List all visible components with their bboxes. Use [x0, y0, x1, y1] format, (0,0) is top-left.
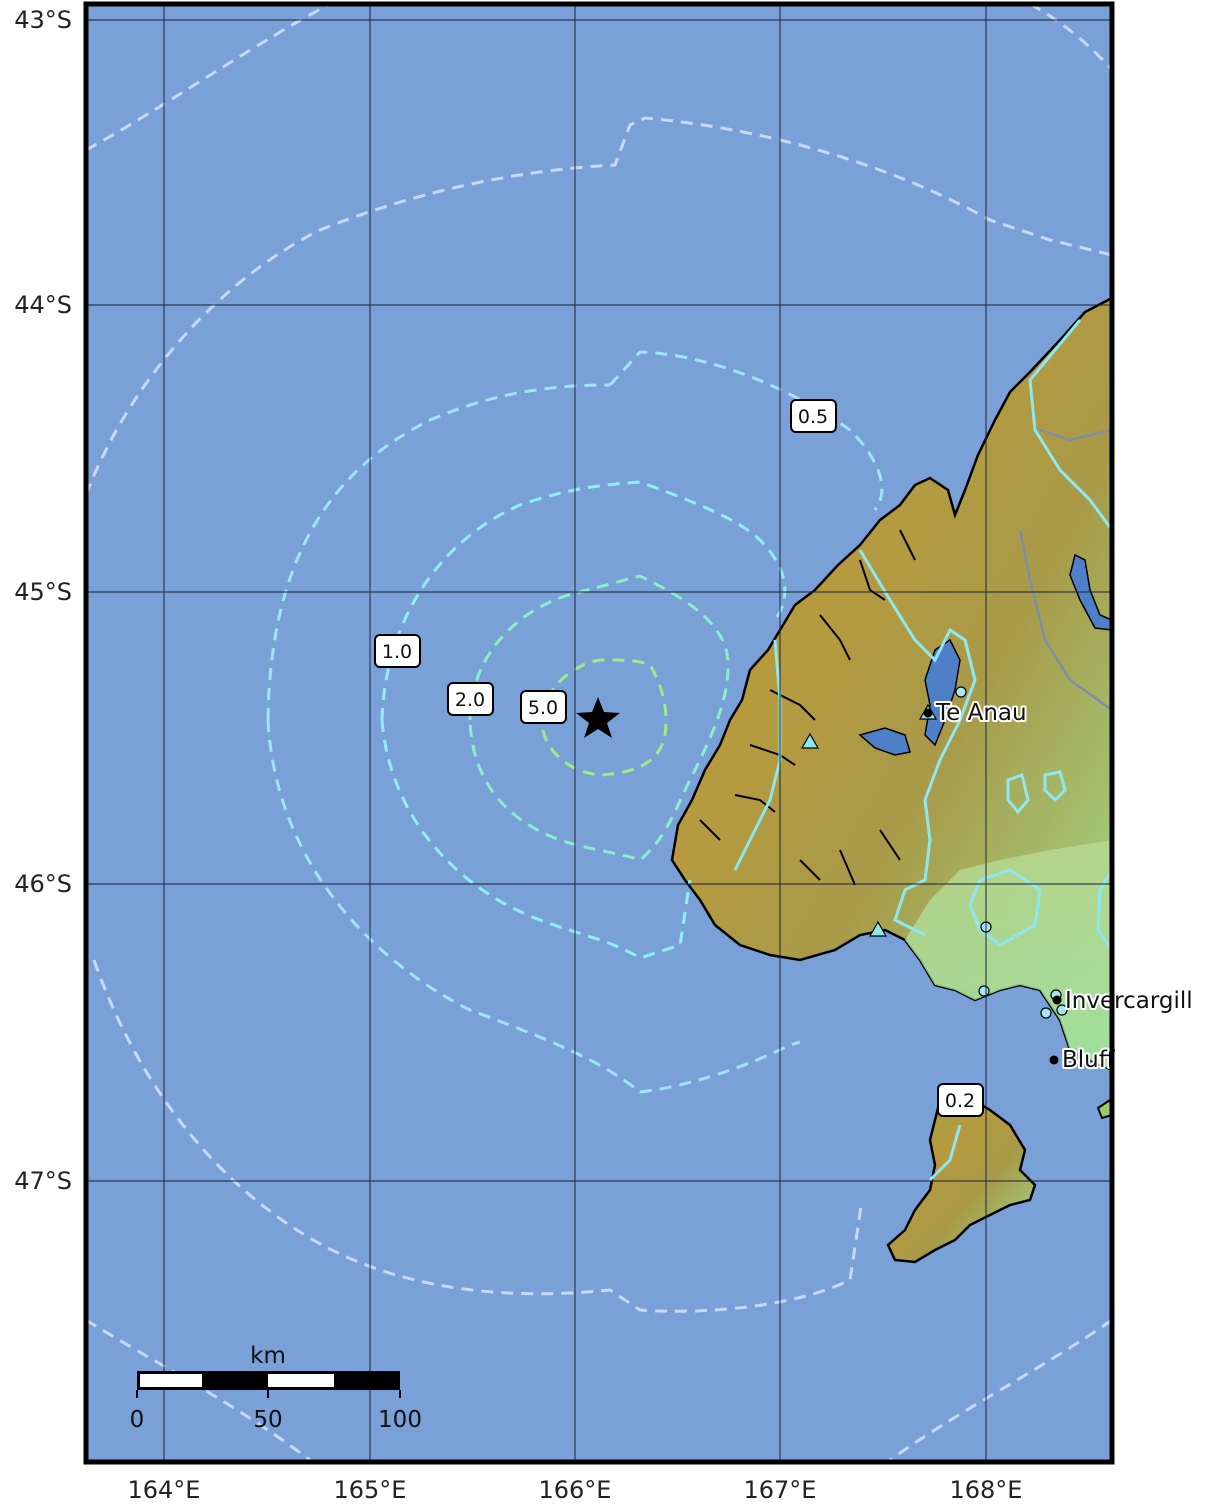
city-te-anau: Te Anau	[923, 698, 1029, 728]
station-circle-icon	[1056, 1004, 1068, 1016]
lake-manapouri	[858, 727, 911, 756]
contour-label: 2.0	[447, 682, 494, 716]
lat-tick-labels: 43°S 44°S 45°S 46°S 47°S	[14, 6, 72, 1195]
svg-text:167°E: 167°E	[744, 1476, 817, 1504]
svg-text:50: 50	[253, 1407, 282, 1433]
map-frame	[83, 1, 1115, 1465]
star-icon	[576, 697, 620, 738]
lon-tick-labels: 164°E 165°E 166°E 167°E 168°E	[128, 1476, 1023, 1504]
svg-text:44°S: 44°S	[14, 291, 72, 319]
svg-text:Bluff: Bluff	[1062, 1047, 1116, 1073]
contour-0.1	[86, 4, 1112, 152]
graticule	[86, 4, 1112, 1462]
station-circle-icon	[1040, 1007, 1052, 1019]
mountain-ridge-line	[1018, 529, 1112, 712]
station-triangle-icon	[800, 732, 820, 749]
ridge-line-north	[1039, 428, 1112, 442]
svg-text:5.0: 5.0	[528, 697, 558, 719]
contour-label: 5.0	[520, 690, 567, 724]
svg-text:164°E: 164°E	[128, 1476, 201, 1504]
contour-label: 0.2	[937, 1083, 984, 1117]
stations	[800, 686, 1068, 1019]
station-circle-icon	[955, 686, 967, 698]
svg-text:43°S: 43°S	[14, 6, 72, 34]
svg-text:45°S: 45°S	[14, 578, 72, 606]
svg-text:166°E: 166°E	[539, 1476, 612, 1504]
svg-text:Te Anau: Te Anau	[935, 700, 1027, 726]
svg-text:km: km	[250, 1343, 286, 1369]
svg-text:100: 100	[378, 1407, 422, 1433]
svg-text:2.0: 2.0	[455, 689, 485, 711]
svg-text:168°E: 168°E	[950, 1476, 1023, 1504]
svg-text:0: 0	[130, 1407, 145, 1433]
svg-text:1.0: 1.0	[382, 641, 412, 663]
city-bluff: Bluff	[1049, 1045, 1118, 1075]
contour-2.0	[468, 574, 730, 862]
svg-text:0.5: 0.5	[798, 406, 828, 428]
station-triangle-icon	[868, 920, 888, 937]
stewart-island	[886, 1093, 1037, 1264]
scale-bar: km 0 50 100	[130, 1343, 422, 1433]
small-island	[1096, 1098, 1112, 1120]
svg-text:165°E: 165°E	[334, 1476, 407, 1504]
contour-label: 1.0	[374, 634, 421, 668]
contour-0.2	[86, 116, 1112, 1462]
contour-1.0	[380, 480, 787, 960]
contour-label: 0.5	[790, 399, 837, 433]
svg-text:0.2: 0.2	[945, 1090, 975, 1112]
intensity-contours-land	[733, 319, 1112, 1182]
svg-text:47°S: 47°S	[14, 1167, 72, 1195]
svg-text:Invercargill: Invercargill	[1065, 988, 1193, 1014]
city-invercargill: Invercargill	[1052, 986, 1195, 1016]
contour-5.0	[540, 658, 668, 777]
station-circle-icon	[978, 985, 990, 997]
svg-text:46°S: 46°S	[14, 870, 72, 898]
